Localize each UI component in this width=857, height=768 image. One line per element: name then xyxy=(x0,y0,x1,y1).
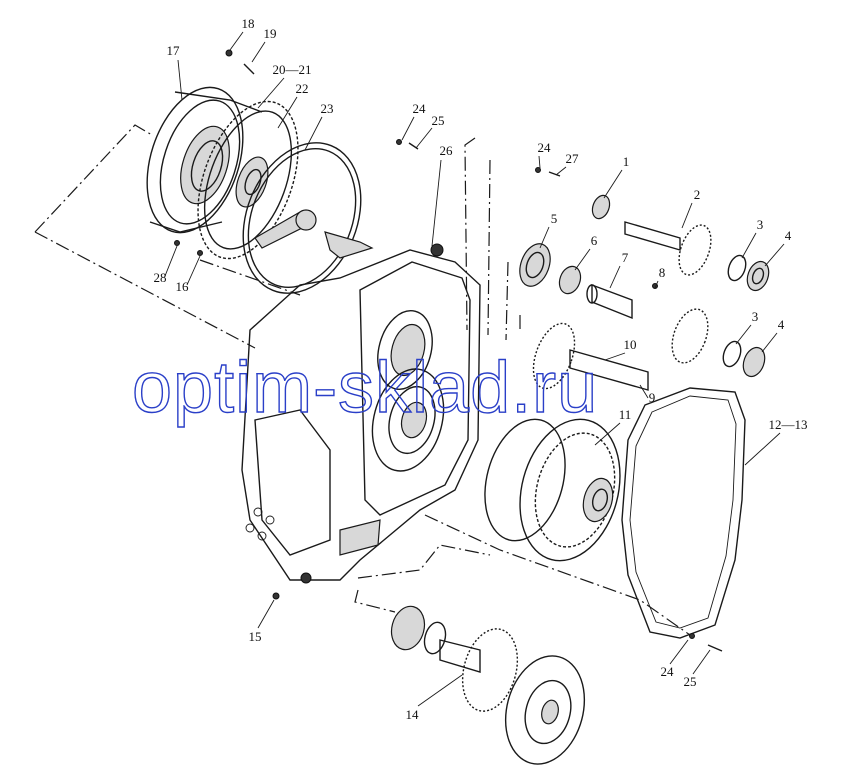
callout-c3b: 3 xyxy=(752,309,759,324)
callout-c12_13: 12—13 xyxy=(769,417,808,432)
callout-c7: 7 xyxy=(622,250,629,265)
flex-plate-23 xyxy=(242,142,374,294)
callout-c16: 16 xyxy=(176,279,190,294)
middle-shaft-assembly xyxy=(519,243,766,378)
callout-c24c: 24 xyxy=(661,664,675,679)
callout-c8: 8 xyxy=(659,265,666,280)
assembly-axis-lines xyxy=(34,124,691,636)
callout-c17: 17 xyxy=(167,43,181,58)
callout-c24a: 24 xyxy=(413,101,427,116)
callout-c25a: 25 xyxy=(432,113,445,128)
gear-20-21 xyxy=(197,100,299,260)
callout-c27: 27 xyxy=(566,151,580,166)
clutch-pack-11 xyxy=(484,418,621,562)
watermark-text: optim-sklad.ru xyxy=(132,348,598,428)
callout-c5: 5 xyxy=(551,211,558,226)
callout-c2: 2 xyxy=(694,187,701,202)
main-housing-26 xyxy=(241,243,481,584)
callout-c23: 23 xyxy=(321,101,334,116)
callout-c25c: 25 xyxy=(684,674,697,689)
callout-c3a: 3 xyxy=(757,217,764,232)
output-shaft-14 xyxy=(390,605,586,765)
callout-c26: 26 xyxy=(440,143,454,158)
callout-c19: 19 xyxy=(264,26,277,41)
callout-c6: 6 xyxy=(591,233,598,248)
gasket-12-13 xyxy=(621,387,746,639)
callout-c22: 22 xyxy=(296,81,309,96)
upper-shaft-assembly xyxy=(591,194,770,292)
callout-c4a: 4 xyxy=(785,228,792,243)
callout-c11: 11 xyxy=(619,407,632,422)
cover-plate-17 xyxy=(146,86,263,234)
callout-c9: 9 xyxy=(649,390,656,405)
shaft-gear-9-10 xyxy=(532,322,649,391)
callout-c4b: 4 xyxy=(778,317,785,332)
callout-c15: 15 xyxy=(249,629,262,644)
callout-c18: 18 xyxy=(242,16,255,31)
callout-c28: 28 xyxy=(154,270,167,285)
leader-lines xyxy=(164,31,785,707)
callout-c10: 10 xyxy=(624,337,637,352)
callout-c24b: 24 xyxy=(538,140,552,155)
callout-c1: 1 xyxy=(623,154,630,169)
callout-c20_21: 20—21 xyxy=(273,62,312,77)
callout-c14: 14 xyxy=(406,707,420,722)
